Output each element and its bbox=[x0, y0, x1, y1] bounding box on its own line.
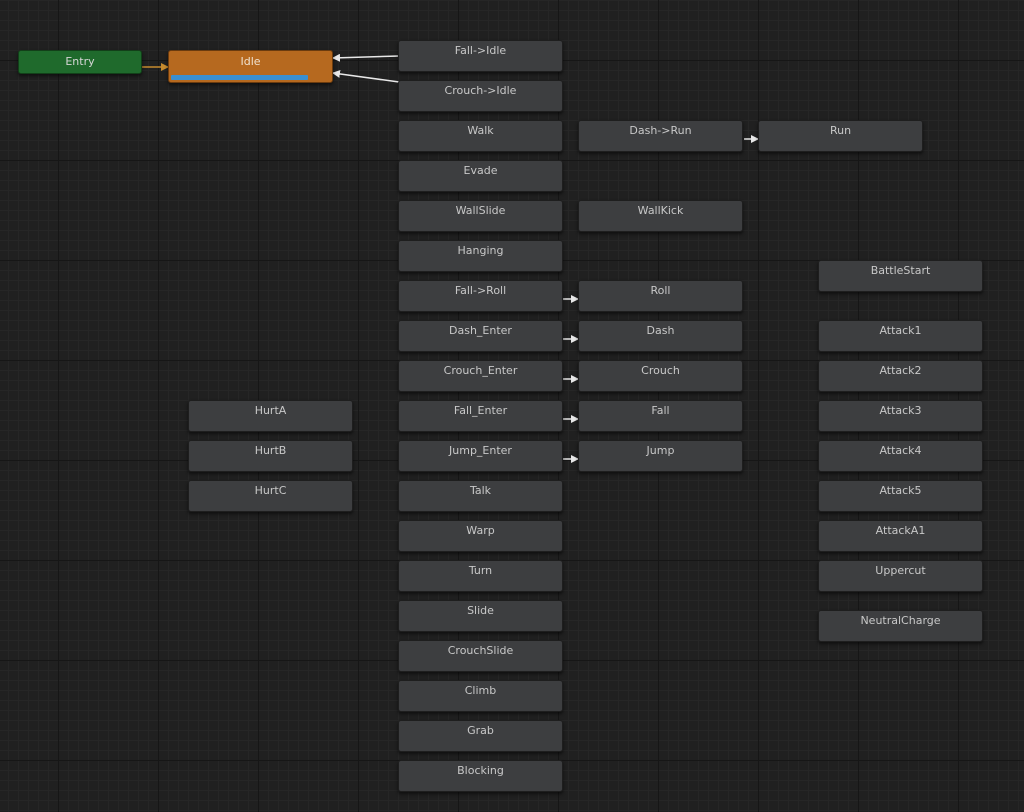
state-jump[interactable]: Jump bbox=[578, 440, 743, 472]
state-dash-to-run[interactable]: Dash->Run bbox=[578, 120, 743, 152]
state-warp[interactable]: Warp bbox=[398, 520, 563, 552]
state-hurta[interactable]: HurtA bbox=[188, 400, 353, 432]
state-crouchslide[interactable]: CrouchSlide bbox=[398, 640, 563, 672]
state-neutralcharge[interactable]: NeutralCharge bbox=[818, 610, 983, 642]
state-walk[interactable]: Walk bbox=[398, 120, 563, 152]
state-hanging[interactable]: Hanging bbox=[398, 240, 563, 272]
state-idle-label: Idle bbox=[240, 55, 261, 68]
state-attacka1[interactable]: AttackA1 bbox=[818, 520, 983, 552]
state-fall-to-idle[interactable]: Fall->Idle bbox=[398, 40, 563, 72]
state-wallslide[interactable]: WallSlide bbox=[398, 200, 563, 232]
state-evade[interactable]: Evade bbox=[398, 160, 563, 192]
state-slide[interactable]: Slide bbox=[398, 600, 563, 632]
state-attack2[interactable]: Attack2 bbox=[818, 360, 983, 392]
state-crouch[interactable]: Crouch bbox=[578, 360, 743, 392]
state-attack3[interactable]: Attack3 bbox=[818, 400, 983, 432]
state-talk[interactable]: Talk bbox=[398, 480, 563, 512]
state-wallkick[interactable]: WallKick bbox=[578, 200, 743, 232]
state-idle[interactable]: Idle bbox=[168, 50, 333, 83]
state-fall-enter[interactable]: Fall_Enter bbox=[398, 400, 563, 432]
state-crouch-to-idle[interactable]: Crouch->Idle bbox=[398, 80, 563, 112]
state-hurtc[interactable]: HurtC bbox=[188, 480, 353, 512]
state-battlestart[interactable]: BattleStart bbox=[818, 260, 983, 292]
state-crouch-enter[interactable]: Crouch_Enter bbox=[398, 360, 563, 392]
state-attack4[interactable]: Attack4 bbox=[818, 440, 983, 472]
state-run[interactable]: Run bbox=[758, 120, 923, 152]
state-attack1[interactable]: Attack1 bbox=[818, 320, 983, 352]
state-attack5[interactable]: Attack5 bbox=[818, 480, 983, 512]
state-roll[interactable]: Roll bbox=[578, 280, 743, 312]
state-progress-bar bbox=[171, 75, 308, 80]
state-uppercut[interactable]: Uppercut bbox=[818, 560, 983, 592]
state-dash[interactable]: Dash bbox=[578, 320, 743, 352]
state-climb[interactable]: Climb bbox=[398, 680, 563, 712]
state-fall[interactable]: Fall bbox=[578, 400, 743, 432]
state-grab[interactable]: Grab bbox=[398, 720, 563, 752]
state-blocking[interactable]: Blocking bbox=[398, 760, 563, 792]
entry-node[interactable]: Entry bbox=[18, 50, 142, 74]
state-turn[interactable]: Turn bbox=[398, 560, 563, 592]
state-jump-enter[interactable]: Jump_Enter bbox=[398, 440, 563, 472]
state-hurtb[interactable]: HurtB bbox=[188, 440, 353, 472]
state-dash-enter[interactable]: Dash_Enter bbox=[398, 320, 563, 352]
state-fall-to-roll[interactable]: Fall->Roll bbox=[398, 280, 563, 312]
